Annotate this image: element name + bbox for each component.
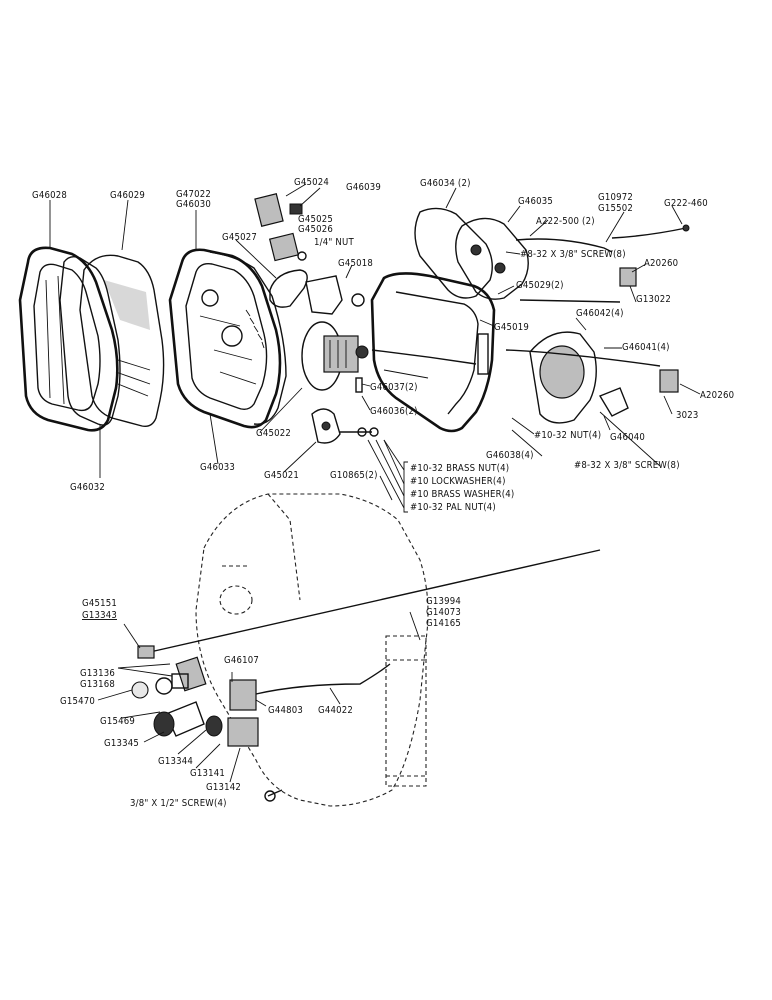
bezel-glass	[79, 254, 165, 428]
label-g45022: G45022	[256, 428, 291, 439]
label-g45018: G45018	[338, 258, 373, 269]
leader-lines	[49, 183, 701, 783]
label-g46030: G46030	[176, 199, 211, 210]
label-g15470: G15470	[60, 696, 95, 707]
label-quarter-nut: 1/4" NUT	[314, 237, 354, 248]
label-brass-nut: #10-32 BRASS NUT(4)	[410, 463, 509, 474]
label-brass-washer: #10 BRASS WASHER(4)	[410, 489, 514, 500]
bezel-gasket	[59, 255, 121, 426]
washer-list-bracket	[403, 461, 408, 513]
label-g46033: G46033	[200, 462, 235, 473]
label-a20260-bottom: A20260	[700, 390, 734, 401]
label-g44022: G44022	[318, 705, 353, 716]
label-g46042: G46042(4)	[576, 308, 624, 319]
label-g46041: G46041(4)	[622, 342, 670, 353]
label-screw-bottom: #8-32 X 3/8" SCREW(8)	[574, 460, 680, 471]
label-g47022: G47022	[176, 189, 211, 200]
label-g46029: G46029	[110, 190, 145, 201]
label-g13168: G13168	[80, 679, 115, 690]
label-g14165: G14165	[426, 618, 461, 629]
label-pal-nut: #10-32 PAL NUT(4)	[410, 502, 496, 513]
label-a222-500: A222-500 (2)	[536, 216, 595, 227]
label-g45027: G45027	[222, 232, 257, 243]
clock-housing	[301, 321, 369, 393]
label-g45021: G45021	[264, 470, 299, 481]
dash-panel-outline	[195, 493, 429, 807]
label-g46036: G46036(2)	[370, 406, 418, 417]
label-g13345: G13345	[104, 738, 139, 749]
label-g46028: G46028	[32, 190, 67, 201]
label-g15469: G15469	[100, 716, 135, 727]
dial-backing	[209, 251, 287, 425]
label-g45029: G45029(2)	[516, 280, 564, 291]
part-labels: G46028 G46029 G47022 G46030 G45024 G4603…	[32, 177, 734, 809]
label-g222-460: G222-460	[664, 198, 708, 209]
speedometer-cables	[515, 224, 690, 303]
label-10-32-nut: #10-32 NUT(4)	[534, 430, 601, 441]
label-g13141: G13141	[190, 768, 225, 779]
label-g14073: G14073	[426, 607, 461, 618]
label-g45025: G45025	[298, 214, 333, 225]
label-g45026: G45026	[298, 224, 333, 235]
label-g46040: G46040	[610, 432, 645, 443]
label-g13136: G13136	[80, 668, 115, 679]
label-g46037: G46037(2)	[370, 382, 418, 393]
label-lockwasher: #10 LOCKWASHER(4)	[410, 476, 506, 487]
label-g46039: G46039	[346, 182, 381, 193]
instrument-housing	[370, 272, 496, 433]
label-screw-top: #8-32 X 3/8" SCREW(8)	[520, 249, 626, 260]
label-g15502: G15502	[598, 203, 633, 214]
dial-panel	[168, 248, 282, 429]
label-g46032: G46032	[70, 482, 105, 493]
label-g46035: G46035	[518, 196, 553, 207]
label-g45024: G45024	[294, 177, 329, 188]
dash-switches	[131, 645, 391, 802]
label-g13344: G13344	[158, 756, 193, 767]
label-g10865: G10865(2)	[330, 470, 378, 481]
back-plate	[414, 207, 529, 300]
label-g13343: G13343	[82, 610, 117, 621]
label-g44803: G44803	[268, 705, 303, 716]
label-g46034: G46034 (2)	[420, 178, 471, 189]
label-small-screw: 3/8" X 1/2" SCREW(4)	[130, 798, 227, 809]
label-g45019: G45019	[494, 322, 529, 333]
label-g45151: G45151	[82, 598, 117, 609]
label-g10972: G10972	[598, 192, 633, 203]
choke-cable	[149, 549, 601, 653]
label-g13142: G13142	[206, 782, 241, 793]
bezel-frame	[18, 246, 119, 432]
label-3023: 3023	[676, 410, 699, 421]
label-g46107: G46107	[224, 655, 259, 666]
label-g13994: G13994	[426, 596, 461, 607]
switch-plate	[311, 408, 379, 444]
small-gauge-parts	[254, 193, 365, 315]
rear-gauge-cover	[505, 331, 679, 424]
label-a20260-top: A20260	[644, 258, 678, 269]
label-g13022: G13022	[636, 294, 671, 305]
label-g46038: G46038(4)	[486, 450, 534, 461]
